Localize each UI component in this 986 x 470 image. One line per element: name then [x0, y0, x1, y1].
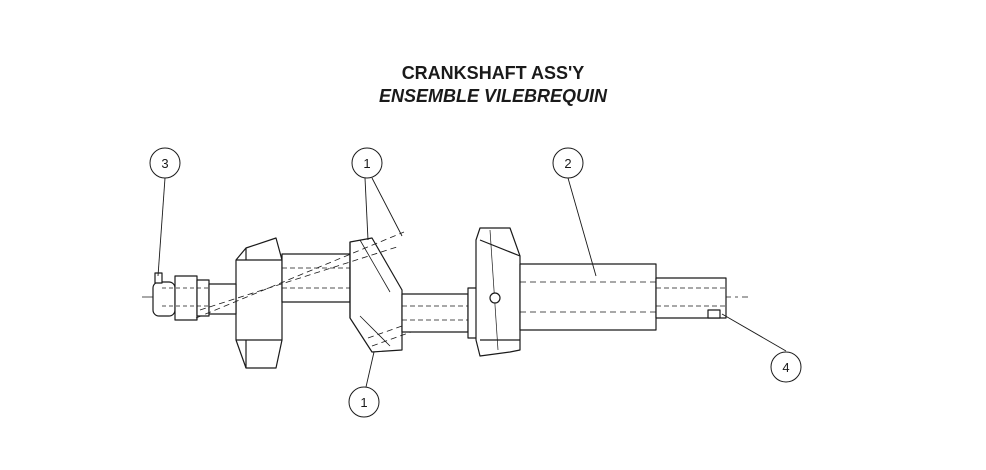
diagram-subtitle: ENSEMBLE VILEBREQUIN: [378, 86, 608, 106]
output-shaft: [519, 263, 727, 331]
callout-label: 4: [782, 360, 789, 375]
callout-label: 1: [360, 395, 367, 410]
callout-label: 2: [564, 156, 571, 171]
callout-1-bottom: 1: [348, 386, 380, 418]
diagram-title: CRANKSHAFT ASS'Y: [401, 63, 585, 83]
callout-1-top: 1: [351, 147, 383, 179]
leader-lines: [157, 177, 787, 388]
callout-4: 4: [770, 351, 802, 383]
crank-web-center: [349, 237, 403, 353]
callout-3: 3: [149, 147, 181, 179]
callout-2: 2: [552, 147, 584, 179]
left-shaft-end: [152, 272, 210, 321]
counterweight-right: [475, 227, 521, 357]
callout-label: 3: [161, 156, 168, 171]
crank-pin: [401, 287, 481, 339]
callout-label: 1: [363, 156, 370, 171]
counterweight-left: [235, 237, 283, 369]
